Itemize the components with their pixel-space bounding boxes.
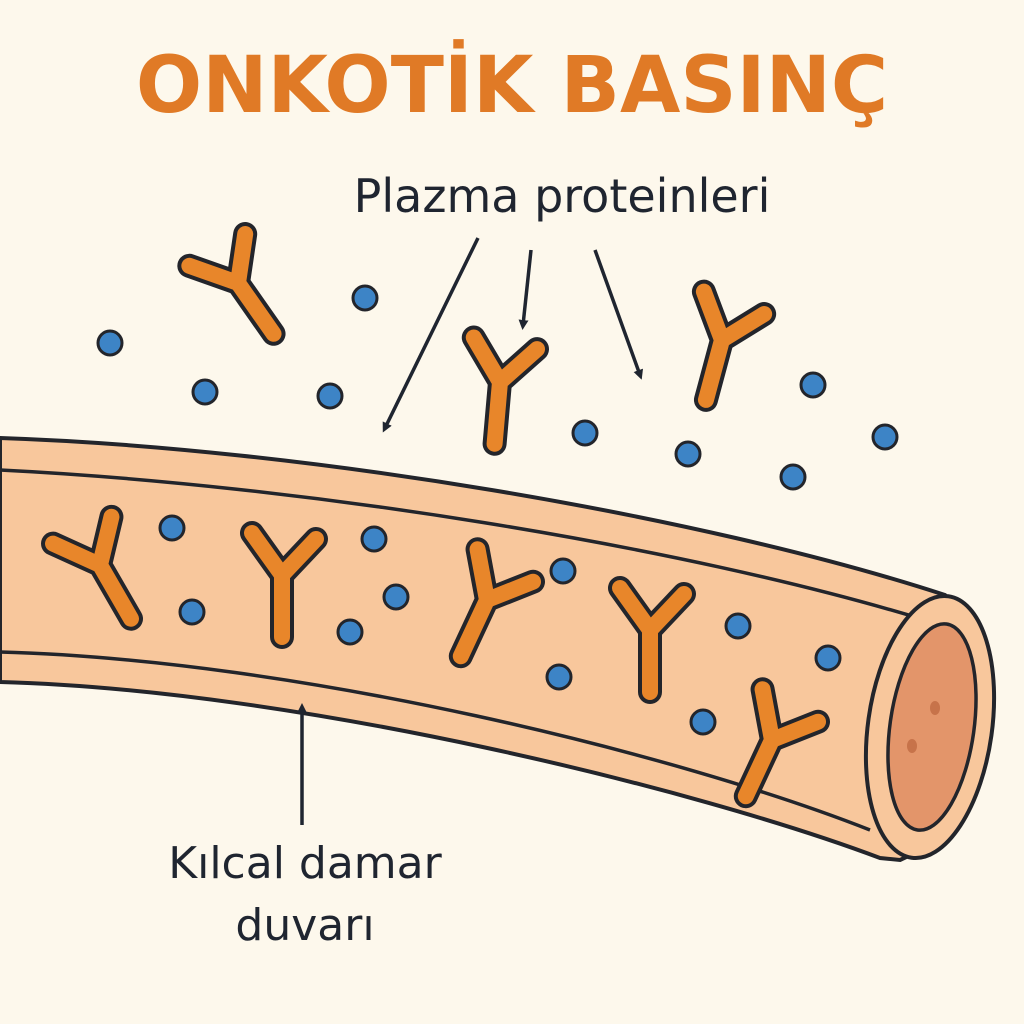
arrow-2 — [518, 249, 533, 330]
small-molecule-dot — [871, 423, 899, 451]
small-molecule-dot — [316, 382, 344, 410]
small-molecule-dot — [674, 440, 702, 468]
protein-y-shape — [177, 222, 286, 346]
small-molecule-dot — [545, 663, 573, 691]
small-molecule-dot — [360, 525, 388, 553]
title: ONKOTİK BASINÇ — [136, 39, 888, 131]
capillary-wall-label-line2: duvarı — [235, 900, 374, 951]
small-molecule-dot — [158, 514, 186, 542]
small-molecule-dot — [191, 378, 219, 406]
plasma-proteins — [41, 222, 831, 809]
arrow-1 — [382, 237, 480, 433]
protein-y-shape — [448, 537, 546, 669]
protein-y-shape — [41, 504, 143, 631]
protein-y-shape — [733, 677, 831, 809]
small-molecule-dot — [96, 329, 124, 357]
capillary-wall-label-line1: Kılcal damar — [168, 838, 442, 889]
pointer-arrows — [297, 237, 644, 825]
small-molecule-dot — [799, 371, 827, 399]
small-molecules — [96, 284, 899, 736]
protein-y-shape — [608, 576, 696, 704]
small-molecule-dot — [689, 708, 717, 736]
small-molecule-dot — [382, 583, 410, 611]
protein-y-shape — [461, 325, 550, 456]
capillary-vessel — [0, 435, 997, 863]
small-molecule-dot — [549, 557, 577, 585]
small-molecule-dot — [336, 618, 364, 646]
small-molecule-dot — [571, 419, 599, 447]
plasma-proteins-label: Plazma proteinleri — [354, 169, 771, 223]
protein-y-shape — [240, 521, 328, 649]
small-molecule-dot — [178, 598, 206, 626]
small-molecule-dot — [814, 644, 842, 672]
protein-y-shape — [691, 279, 777, 412]
small-molecule-dot — [351, 284, 379, 312]
small-molecule-dot — [779, 463, 807, 491]
vessel-lumen — [886, 622, 978, 832]
arrow-3 — [593, 249, 644, 380]
small-molecule-dot — [724, 612, 752, 640]
